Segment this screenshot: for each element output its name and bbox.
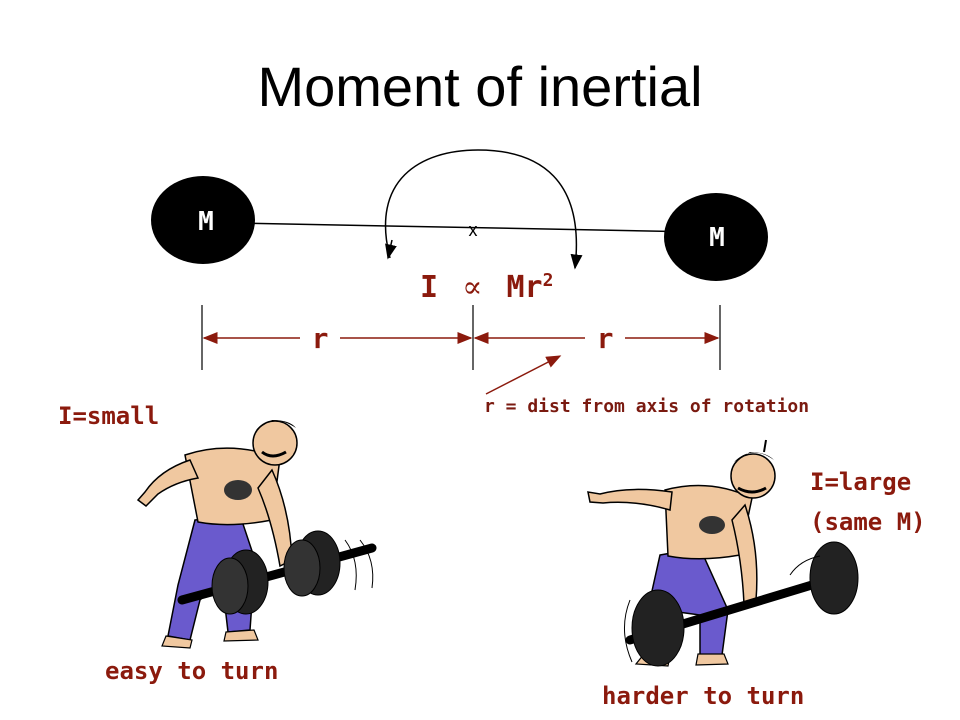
formula-exponent: 2 xyxy=(542,270,554,291)
radius-note-pointer xyxy=(485,355,562,395)
formula-rhs: Mr xyxy=(506,270,543,305)
mass-left-label: M xyxy=(198,207,214,237)
left-case-caption: easy to turn xyxy=(105,657,279,685)
left-case-heading: I=small xyxy=(58,402,160,430)
mass-rod xyxy=(234,222,701,233)
mass-right-label: M xyxy=(709,223,725,253)
right-case-heading-line1: I=large xyxy=(810,468,912,496)
radius-note: r = dist from axis of rotation xyxy=(484,396,810,417)
rotation-arrow xyxy=(384,149,583,270)
inertia-formula: I ∝ Mr2 xyxy=(420,270,553,305)
rotation-arrow-start xyxy=(385,239,397,260)
slide-title: Moment of inertial xyxy=(257,55,703,118)
radius-label-right: r xyxy=(597,322,614,355)
right-case-heading-line2: (same M) xyxy=(810,508,926,536)
strongman-right-illustration xyxy=(587,439,859,667)
radius-label-left: r xyxy=(312,322,329,355)
right-case-caption: harder to turn xyxy=(602,682,805,710)
axis-marker: x xyxy=(469,220,478,240)
mass-left xyxy=(151,176,255,264)
mass-right xyxy=(664,193,768,281)
strongman-left-illustration xyxy=(136,420,377,649)
proportional-symbol: ∝ xyxy=(462,270,483,305)
formula-lhs: I xyxy=(420,270,439,305)
